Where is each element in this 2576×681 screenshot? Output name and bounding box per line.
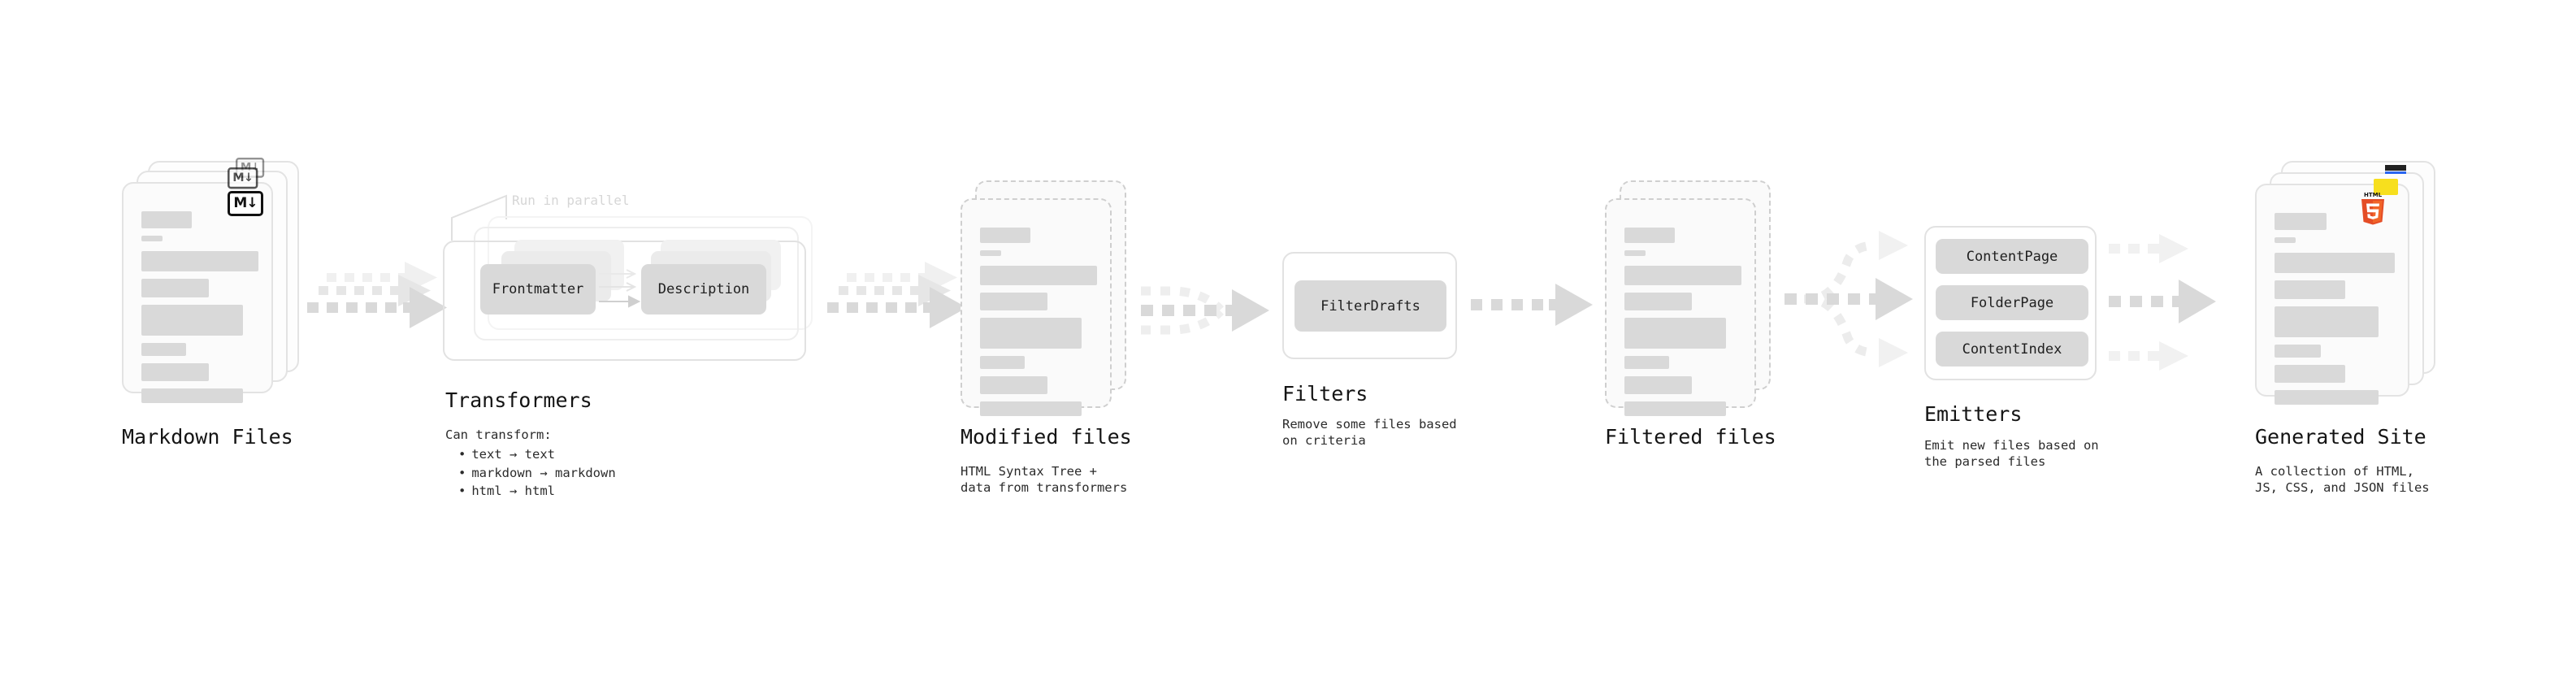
stage-subtitle-emitters: Emit new files based on the parsed files xyxy=(1924,438,2099,470)
filters-group: FilterDrafts xyxy=(1282,252,1457,359)
transformer-pill-description[interactable]: Description xyxy=(641,264,766,314)
stage-subtitle-generated-site: A collection of HTML, JS, CSS, and JSON … xyxy=(2255,464,2430,496)
modified-file-stack xyxy=(961,180,1139,424)
emitter-pill-contentindex[interactable]: ContentIndex xyxy=(1936,332,2088,367)
modified-card-skeleton xyxy=(980,228,1097,423)
transformers-bullet: markdown → markdown xyxy=(458,465,713,481)
css3-icon xyxy=(2385,165,2406,174)
transformers-group: Run in parallel Frontmatter Description xyxy=(443,193,825,361)
stage-subtitle-filters: Remove some files based on criteria xyxy=(1282,417,1457,449)
javascript-icon xyxy=(2374,179,2398,195)
connector-transformers-to-modified xyxy=(827,262,967,328)
transformers-box-front xyxy=(443,241,806,361)
svg-text:HTML: HTML xyxy=(2364,192,2383,198)
connector-filters-to-filtered xyxy=(1471,284,1593,326)
markdown-file-stack: M↓ M↓ M↓ xyxy=(122,158,301,413)
stage-title-markdown-files: Markdown Files xyxy=(122,425,293,449)
markdown-icon-mid: M↓ xyxy=(228,167,258,189)
stage-subtitle-modified-files: HTML Syntax Tree + data from transformer… xyxy=(961,464,1128,496)
connector-emitters-to-site xyxy=(2109,234,2216,371)
stage-title-filtered-files: Filtered files xyxy=(1605,425,1776,449)
generated-site-stack: HTML xyxy=(2255,161,2442,413)
modified-card-front xyxy=(961,198,1112,416)
markdown-card-skeleton xyxy=(141,211,258,410)
transformers-bullet: html → html xyxy=(458,483,713,499)
site-card-front xyxy=(2255,184,2409,405)
emitter-pill-contentpage[interactable]: ContentPage xyxy=(1936,239,2088,274)
connector-filtered-to-emitters xyxy=(1785,231,1913,367)
stage-subtitle-transformers: Can transform: text → text markdown → ma… xyxy=(445,427,713,501)
emitters-group: ContentPage FolderPage ContentIndex xyxy=(1924,226,2097,380)
transformers-bullet: text → text xyxy=(458,446,713,462)
connector-modified-to-filters xyxy=(1141,286,1269,335)
transformers-subtitle-lead: Can transform: xyxy=(445,427,552,442)
filtered-card-front xyxy=(1605,198,1756,416)
markdown-card-front xyxy=(122,182,273,403)
stage-title-emitters: Emitters xyxy=(1924,402,2023,426)
site-card-skeleton xyxy=(2275,213,2395,412)
run-in-parallel-bracket xyxy=(451,194,507,241)
transformers-bullet-list: text → text markdown → markdown html → h… xyxy=(445,446,713,499)
connector-frontmatter-to-description xyxy=(599,269,641,308)
connector-md-to-transformers xyxy=(307,262,447,328)
stage-title-modified-files: Modified files xyxy=(961,425,1132,449)
html5-icon: HTML xyxy=(2361,192,2384,225)
emitter-pill-folderpage[interactable]: FolderPage xyxy=(1936,285,2088,320)
markdown-icon: M↓ xyxy=(228,191,263,216)
run-in-parallel-label: Run in parallel xyxy=(512,193,630,208)
transformer-pill-frontmatter[interactable]: Frontmatter xyxy=(480,264,596,314)
transformers-box-mid xyxy=(474,227,799,340)
stage-title-filters: Filters xyxy=(1282,382,1368,406)
filter-pill-filterdrafts[interactable]: FilterDrafts xyxy=(1295,280,1446,332)
stage-title-generated-site: Generated Site xyxy=(2255,425,2426,449)
filtered-file-stack xyxy=(1605,180,1784,424)
filtered-card-skeleton xyxy=(1624,228,1741,423)
stage-title-transformers: Transformers xyxy=(445,388,592,412)
